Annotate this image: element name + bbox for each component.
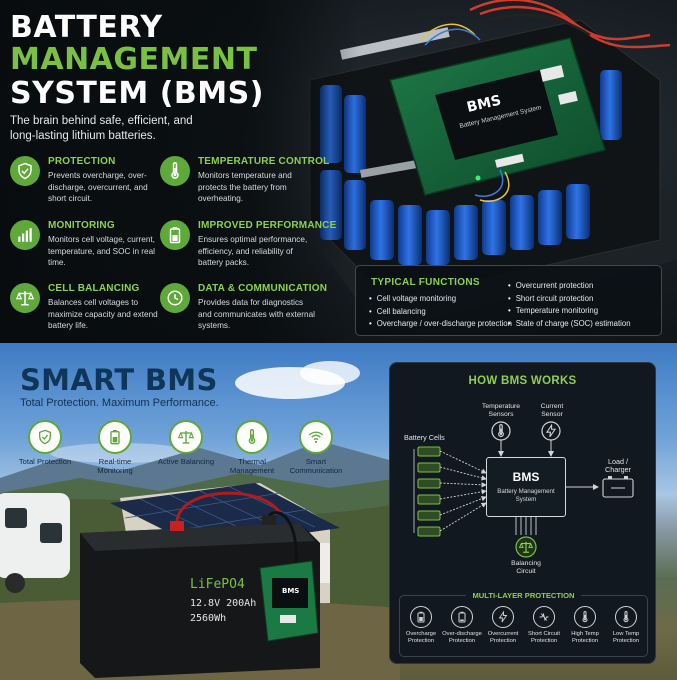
list-item: Cell voltage monitoring <box>369 293 512 306</box>
wifi-icon <box>299 420 333 454</box>
list-item: Cell balancing <box>369 306 512 319</box>
battery-spec-1: 12.8V 200Ah <box>190 598 256 609</box>
protection-high-temp: High Temp Protection <box>564 606 606 645</box>
tagline: The brain behind safe, efficient, and lo… <box>10 115 193 142</box>
smart-feature-thermal-management: Thermal Management <box>222 420 282 475</box>
smart-feature-real-time-monitoring: Real-time Monitoring <box>85 420 145 475</box>
balancing-circuit-label: Balancing Circuit <box>511 560 541 575</box>
thermometer-icon <box>160 156 190 186</box>
feature-text: Prevents overcharge, over-discharge, ove… <box>48 171 148 203</box>
bms-box-title: BMS <box>512 470 540 484</box>
clock-icon <box>160 283 190 313</box>
protection-over-discharge: Over-discharge Protection <box>441 606 483 645</box>
protection-label: Over-discharge Protection <box>442 631 482 644</box>
typical-functions-card: TYPICAL FUNCTIONS Cell voltage monitorin… <box>355 265 662 336</box>
smart-feature-label: Smart Communication <box>289 457 343 475</box>
battery-cells-stack <box>417 446 441 537</box>
thermometer-icon <box>615 606 637 628</box>
protection-label: Overcurrent Protection <box>487 631 519 644</box>
smart-feature-label: Real-time Monitoring <box>97 457 133 475</box>
title-line-2: MANAGEMENT <box>10 42 258 77</box>
protection-label: Overcharge Protection <box>405 631 437 644</box>
bms-overview-panel: BMS Battery Management System BATTERY MA… <box>0 0 677 343</box>
list-item: Short circuit protection <box>508 293 631 306</box>
smart-bms-subtitle: Total Protection. Maximum Performance. <box>20 397 219 409</box>
list-item: Overcharge / over-discharge protection <box>369 318 512 331</box>
smart-feature-label: Active Balancing <box>157 457 215 466</box>
multi-layer-protection-heading: MULTI-LAYER PROTECTION <box>466 591 581 600</box>
protection-low-temp: Low Temp Protection <box>605 606 647 645</box>
bolt-icon <box>492 606 514 628</box>
smart-feature-label: Thermal Management <box>229 457 275 475</box>
smart-feature-active-balancing: Active Balancing <box>156 420 216 466</box>
bms-flow-diagram <box>413 421 634 558</box>
battery-icon <box>98 420 132 454</box>
battery-pack-illustration: BMS Battery Management System <box>309 0 677 330</box>
mini-board-label: BMS <box>282 587 299 595</box>
battery-low-icon <box>451 606 473 628</box>
feature-text: Balances cell voltages to maximize capac… <box>48 298 158 330</box>
scale-icon <box>10 283 40 313</box>
shield-check-icon <box>10 156 40 186</box>
list-item: Overcurrent protection <box>508 280 631 293</box>
short-circuit-icon <box>533 606 555 628</box>
feature-heading: IMPROVED PERFORMANCE <box>198 220 337 231</box>
feature-text: Monitors cell voltage, current, temperat… <box>48 235 155 267</box>
thermometer-icon <box>235 420 269 454</box>
battery-spec-2: 2560Wh <box>190 613 226 624</box>
title-line-1: BATTERY <box>10 10 163 45</box>
board-bms-label: BMS <box>465 93 502 116</box>
smart-feature-label: Total Protection <box>18 457 72 466</box>
battery-brand: LiFePO4 <box>190 577 245 592</box>
smart-feature-total-protection: Total Protection <box>15 420 75 466</box>
how-bms-works-card: HOW BMS WORKS <box>389 362 656 664</box>
protection-short-circuit: Short Circuit Protection <box>523 606 565 645</box>
bar-chart-icon <box>10 220 40 250</box>
protection-label: Short Circuit Protection <box>528 631 560 644</box>
load-charger-label: Load / Charger <box>605 457 631 474</box>
protection-label: High Temp Protection <box>571 631 599 644</box>
feature-heading: PROTECTION <box>48 156 116 167</box>
typical-functions-heading: TYPICAL FUNCTIONS <box>371 277 480 288</box>
temp-sensors-label: Temperature Sensors <box>481 403 521 418</box>
feature-text: Monitors temperature and protects the ba… <box>198 171 292 203</box>
protection-overcharge: Overcharge Protection <box>400 606 442 645</box>
smart-bms-title: SMART BMS <box>20 363 218 397</box>
bms-box: BMS Battery Management System <box>486 457 566 517</box>
shield-check-icon <box>28 420 62 454</box>
bms-box-subtitle: Battery Management System <box>497 488 555 503</box>
feature-heading: CELL BALANCING <box>48 283 140 294</box>
title-line-3: SYSTEM (BMS) <box>10 76 264 111</box>
smart-feature-smart-communication: Smart Communication <box>286 420 346 475</box>
current-sensor-label: Current Sensor <box>540 403 564 418</box>
feature-heading: DATA & COMMUNICATION <box>198 283 328 294</box>
feature-heading: MONITORING <box>48 220 115 231</box>
list-item: Temperature monitoring <box>508 305 631 318</box>
battery-icon <box>410 606 432 628</box>
thermometer-icon <box>574 606 596 628</box>
multi-layer-protection: MULTI-LAYER PROTECTION Overcharge Protec… <box>399 591 648 657</box>
scale-icon <box>169 420 203 454</box>
feature-heading: TEMPERATURE CONTROL <box>198 156 330 167</box>
protection-label: Low Temp Protection <box>612 631 640 644</box>
feature-text: Ensures optimal performance, efficiency,… <box>198 235 308 267</box>
typical-functions-list-2: Overcurrent protection Short circuit pro… <box>508 280 631 330</box>
feature-text: Provides data for diagnostics and commun… <box>198 298 315 330</box>
outdoor-scene-illustration: LiFePO4 12.8V 200Ah 2560Wh BMS <box>0 361 400 680</box>
list-item: State of charge (SOC) estimation <box>508 318 631 331</box>
battery-icon <box>160 220 190 250</box>
battery-cells-label: Battery Cells <box>404 433 445 442</box>
smart-bms-panel: LiFePO4 12.8V 200Ah 2560Wh BMS SMART BMS… <box>0 343 677 680</box>
protection-overcurrent: Overcurrent Protection <box>482 606 524 645</box>
how-bms-works-heading: HOW BMS WORKS <box>468 375 577 387</box>
typical-functions-list-1: Cell voltage monitoring Cell balancing O… <box>369 293 512 331</box>
